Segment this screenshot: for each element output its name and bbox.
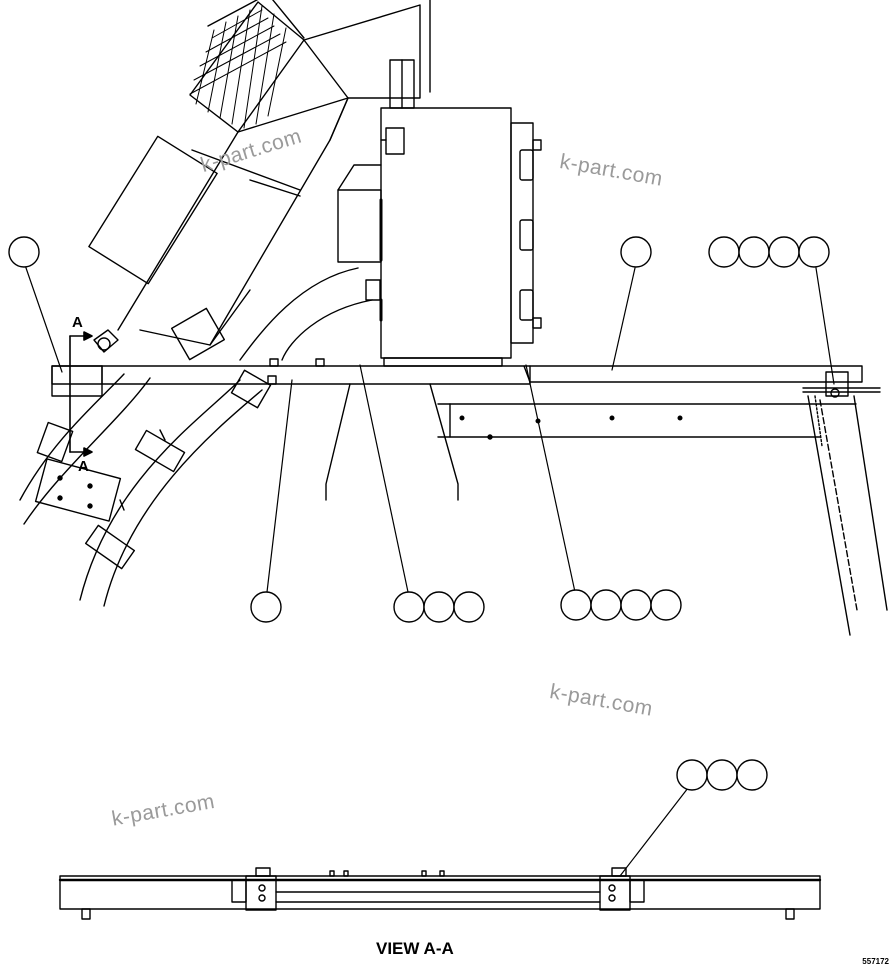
view-title: VIEW A-A (376, 939, 454, 958)
main-beam (51, 358, 881, 398)
radiator-grille (189, 5, 287, 129)
section-mark-bottom: A (78, 458, 89, 475)
leader-lines (24, 264, 835, 877)
hoses (19, 267, 373, 607)
callout-mid-right (620, 236, 652, 268)
section-mark-top: A (72, 314, 83, 331)
view-a-a-frame (58, 867, 822, 920)
document-number: 557172 (862, 957, 889, 966)
lower-rail (437, 403, 857, 440)
callout-bottom-four (560, 589, 682, 621)
support-legs (325, 383, 459, 501)
control-cabinet (337, 59, 542, 367)
callout-top-left (8, 236, 40, 268)
section-line (69, 331, 93, 457)
left-bracket (34, 369, 272, 522)
callout-top-right-row (708, 236, 830, 268)
right-struts (807, 395, 888, 636)
inclined-boom (88, 0, 349, 361)
callout-view-three (676, 759, 768, 791)
callout-bottom-three (393, 591, 485, 623)
callout-bottom-left (250, 591, 282, 623)
upper-chute (303, 0, 431, 141)
